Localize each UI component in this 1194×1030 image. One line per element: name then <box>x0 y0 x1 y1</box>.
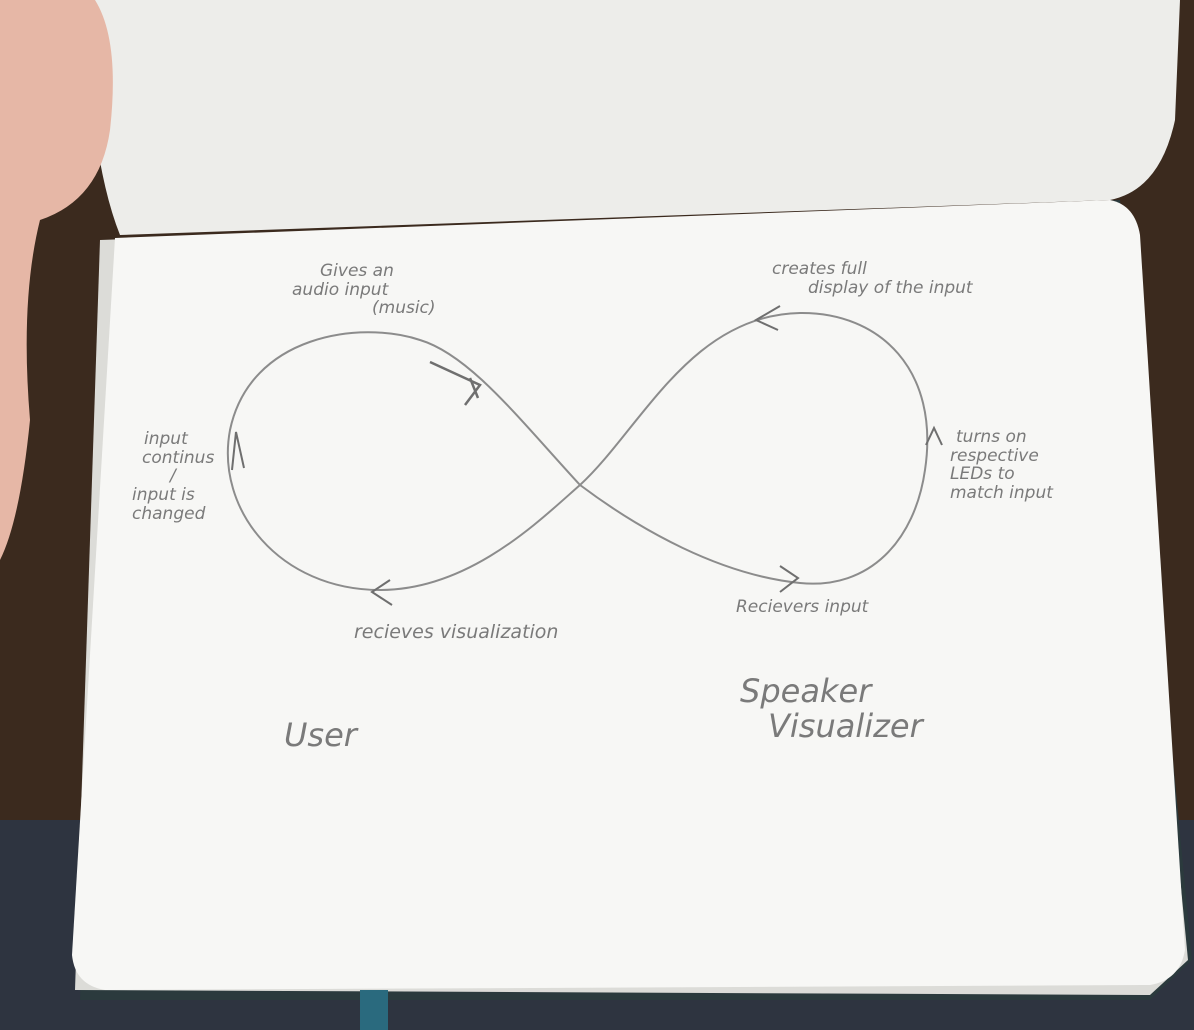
thumb <box>0 0 113 560</box>
arrow-right <box>925 425 943 446</box>
label-right-side: turns on respective LEDs to match input <box>950 427 1053 504</box>
label-left-bottom: recieves visualization <box>354 621 559 643</box>
infinity-loop <box>226 311 929 592</box>
arrow-top-right <box>753 305 781 331</box>
label-left-side: input continus / input is changed <box>132 429 215 524</box>
label-right-bottom: Recievers input <box>736 597 869 617</box>
arrow-top-left <box>429 360 482 406</box>
arrow-bottom-right <box>779 565 800 593</box>
arrow-bottom-left <box>370 579 393 606</box>
label-right-top: creates full display of the input <box>772 259 973 298</box>
bookmark-ribbon <box>360 990 388 1030</box>
label-left-top: Gives an audio input (music) <box>292 261 436 319</box>
lower-page <box>72 200 1185 990</box>
arrow-left <box>231 431 245 471</box>
label-speaker-visualizer: Speaker Visualizer <box>740 672 923 746</box>
upper-page <box>85 0 1180 235</box>
label-user: User <box>284 716 357 754</box>
